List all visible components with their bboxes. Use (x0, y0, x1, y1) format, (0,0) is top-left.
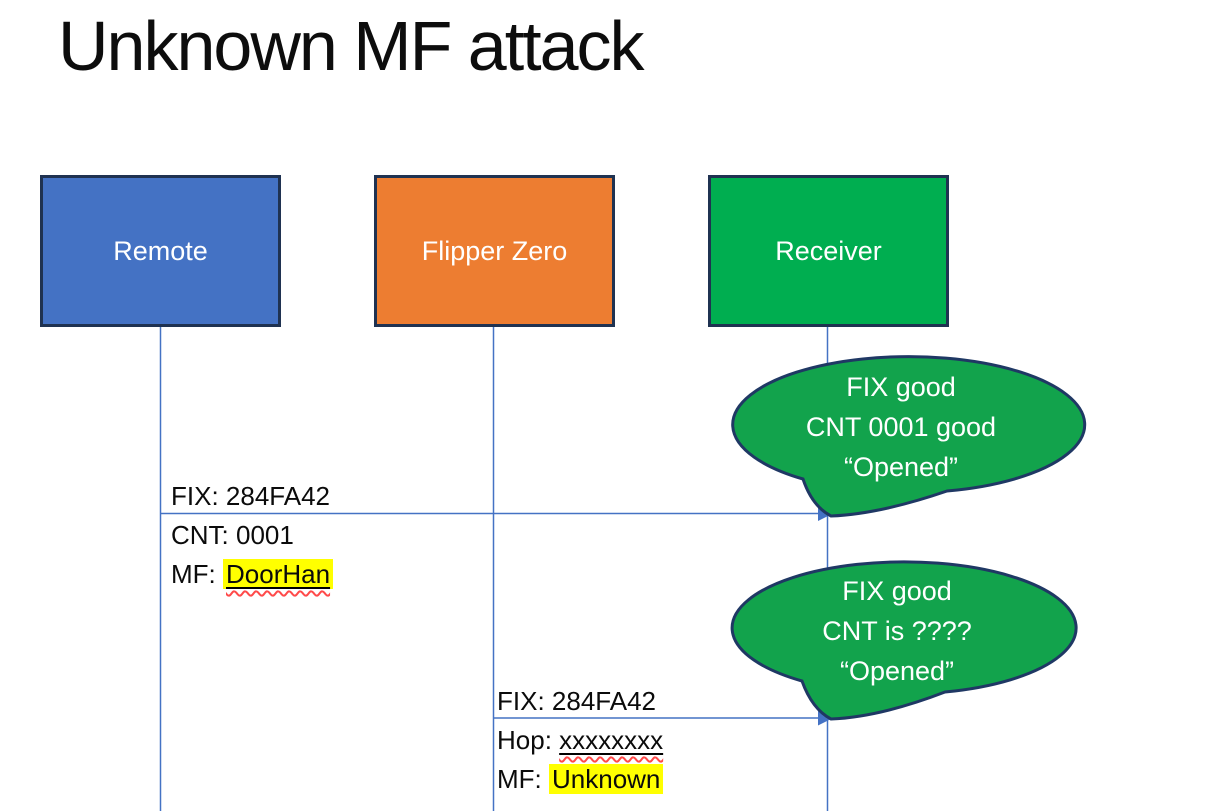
message1-mf-prefix: MF: (171, 559, 223, 589)
message1-row-mf: MF: DoorHan (171, 555, 334, 594)
actor-box-remote: Remote (40, 175, 281, 327)
callout1-line3: “Opened” (843, 452, 959, 482)
message2-mf-value: Unknown (552, 764, 661, 794)
message1-row-fix: FIX: 284FA42 (171, 481, 330, 511)
callout-balloon-1 (731, 355, 1087, 518)
actor-box-receiver: Receiver (708, 175, 949, 327)
message2-labels: FIX: 284FA42 Hop: xxxxxxxx MF: Unknown (497, 682, 664, 799)
callout1-text: FIX good CNT 0001 good “Opened” (751, 367, 1051, 487)
message2-mf-value-highlight: Unknown (549, 764, 664, 794)
callout2-line2: CNT is ???? (822, 616, 972, 646)
actor-label-flipper-zero: Flipper Zero (421, 235, 568, 266)
message2-hop-prefix: Hop: (497, 725, 560, 755)
callout1-line1: FIX good (846, 372, 956, 402)
message1-mf-value: DoorHan (226, 559, 331, 589)
callout2-line1: FIX good (842, 576, 952, 606)
callout1-line2: CNT 0001 good (805, 412, 997, 442)
actor-box-flipper-zero: Flipper Zero (374, 175, 615, 327)
message2-row-hop: Hop: xxxxxxxx (497, 721, 663, 760)
callout2-line3: “Opened” (839, 656, 955, 686)
spellcheck-squiggle: xxxxxxxx (559, 725, 663, 755)
actor-label-remote: Remote (113, 235, 208, 266)
actor-label-receiver: Receiver (775, 235, 882, 266)
message1-mf-value-highlight: DoorHan (223, 559, 334, 589)
message2-hop-value: xxxxxxxx (559, 725, 664, 755)
message2-row-fix: FIX: 284FA42 (497, 686, 656, 716)
message1-row-cnt: CNT: 0001 (171, 520, 294, 550)
message2-mf-prefix: MF: (497, 764, 549, 794)
callout2-text: FIX good CNT is ???? “Opened” (747, 571, 1047, 691)
slide-title: Unknown MF attack (58, 7, 645, 85)
callout-balloon-2 (730, 560, 1078, 721)
spellcheck-squiggle: DoorHan (226, 559, 330, 589)
message1-labels: FIX: 284FA42 CNT: 0001 MF: DoorHan (171, 477, 334, 594)
message2-row-mf: MF: Unknown (497, 760, 664, 799)
